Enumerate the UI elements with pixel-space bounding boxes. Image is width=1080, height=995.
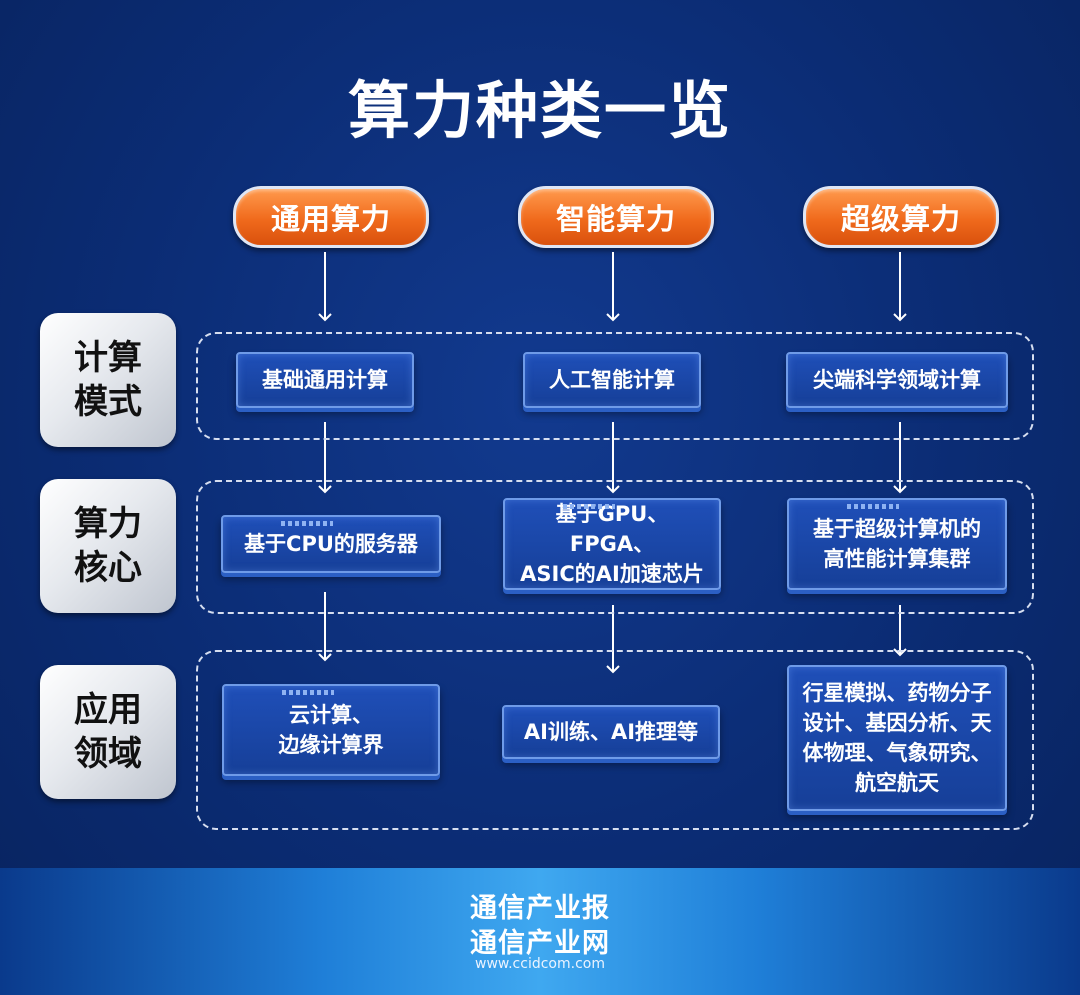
footer-brand-website: 通信产业网 — [470, 928, 610, 959]
mode-box-intelligent: 人工智能计算 — [523, 352, 701, 408]
category-intelligent-compute: 智能算力 — [518, 186, 714, 248]
core-box-general: 基于CPU的服务器 — [221, 515, 441, 573]
box-stripe-decoration — [563, 504, 615, 509]
row-label-compute-mode: 计算模式 — [40, 313, 176, 447]
mode-box-general: 基础通用计算 — [236, 352, 414, 408]
box-stripe-decoration — [281, 521, 333, 526]
row-group-compute-mode — [196, 332, 1034, 440]
row-label-compute-core: 算力核心 — [40, 479, 176, 613]
category-super-compute: 超级算力 — [803, 186, 999, 248]
category-general-compute: 通用算力 — [233, 186, 429, 248]
footer-url: www.ccidcom.com — [475, 956, 605, 972]
app-box-super: 行星模拟、药物分子 设计、基因分析、天 体物理、气象研究、 航空航天 — [787, 665, 1007, 811]
footer-brand-newspaper: 通信产业报 — [470, 893, 610, 924]
mode-box-super: 尖端科学领域计算 — [786, 352, 1008, 408]
core-box-super: 基于超级计算机的 高性能计算集群 — [787, 498, 1007, 590]
app-box-general: 云计算、 边缘计算界 — [222, 684, 440, 776]
footer-band — [0, 868, 1080, 995]
row-group-compute-core — [196, 480, 1034, 614]
row-label-application: 应用领域 — [40, 665, 176, 799]
core-box-intelligent: 基于GPU、FPGA、 ASIC的AI加速芯片 — [503, 498, 721, 590]
page-title: 算力种类一览 — [347, 74, 732, 147]
box-stripe-decoration — [847, 504, 899, 509]
app-box-intelligent: AI训练、AI推理等 — [502, 705, 720, 759]
box-stripe-decoration — [282, 690, 334, 695]
row-group-application — [196, 650, 1034, 830]
